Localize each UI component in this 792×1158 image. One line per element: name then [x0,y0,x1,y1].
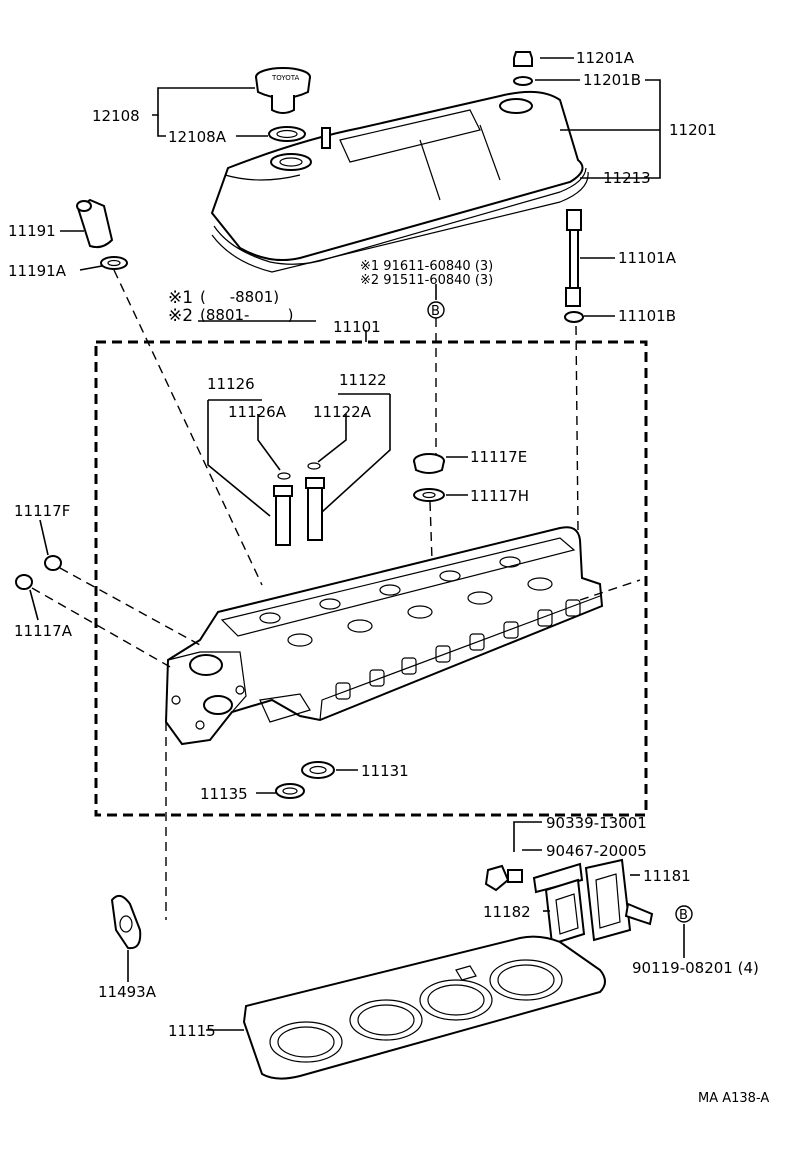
note-mark-2-range: (8801- ) [200,306,293,324]
note-mark-1-symbol: ※1 [168,288,193,308]
label-11101: 11101 [333,318,381,336]
note-mark-1-range: ( -8801) [200,288,279,306]
label-11117E: 11117E [470,448,527,466]
label-11201: 11201 [669,121,717,139]
note-bolt-1: ※1 91611-60840 (3) [360,259,493,274]
label-11213: 11213 [603,169,651,187]
label-11191: 11191 [8,222,56,240]
label-11126A: 11126A [228,403,287,421]
outlet-gasket [110,894,142,982]
head-plugs [15,519,62,621]
label-11131: 11131 [361,762,409,780]
label-11122: 11122 [339,371,387,389]
label-90119-08201: 90119-08201 (4) [632,959,759,977]
label-11101B: 11101B [618,307,676,325]
label-11101A: 11101A [618,249,677,267]
label-12108: 12108 [92,107,140,125]
cover-nut [513,51,533,86]
filler-cap-gasket [268,126,306,142]
oil-filler-cap: TOYOTA [255,67,311,114]
label-11117A: 11117A [14,622,73,640]
label-11122A: 11122A [313,403,372,421]
label-90467-20005: 90467-20005 [546,842,647,860]
label-11126: 11126 [207,375,255,393]
ref-b-bottom: B [675,905,693,923]
label-90339-13001: 90339-13001 [546,814,647,832]
valve-guides [207,393,391,546]
svg-text:B: B [679,908,688,923]
oil-seals [256,761,358,799]
label-11201B: 11201B [583,71,641,89]
label-11191A: 11191A [8,262,67,280]
label-12108A: 12108A [168,128,227,146]
note-mark-2-symbol: ※2 [168,306,193,326]
cylinder-head [164,526,604,746]
diagram-code: MA A138-A [698,1091,769,1106]
ref-b-top: B [427,301,445,319]
leaders-top [60,57,661,342]
cylinder-head-cover [210,90,589,273]
spark-plug-tube [76,198,128,270]
label-11201A: 11201A [576,49,635,67]
svg-text:B: B [431,304,440,319]
label-11117H: 11117H [470,487,529,505]
label-11182: 11182 [483,903,531,921]
label-11493A: 11493A [98,983,157,1001]
assembly-lines [31,269,641,920]
label-11115: 11115 [168,1022,216,1040]
cylinder-head-group-box [94,340,648,817]
note-bolt-2: ※2 91511-60840 (3) [360,273,493,288]
svg-text:TOYOTA: TOYOTA [271,74,300,82]
label-11135: 11135 [200,785,248,803]
camshaft-plug-seals [413,453,468,502]
label-11117F: 11117F [14,502,70,520]
label-11181: 11181 [643,867,691,885]
stud-bolt [564,209,584,323]
water-outlet-group [484,821,685,958]
cylinder-head-gasket [206,935,606,1080]
